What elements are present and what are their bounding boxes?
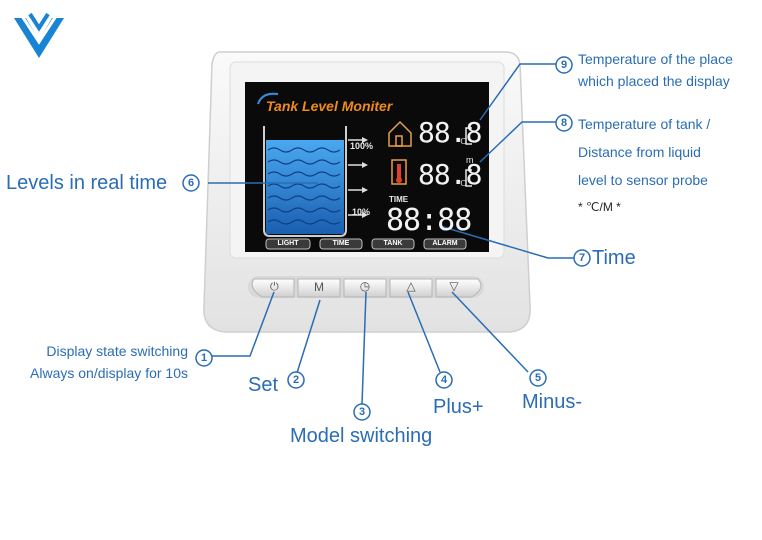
m-button[interactable]: M xyxy=(314,280,324,294)
callout-7-number: 7 xyxy=(578,252,586,264)
screen-tab-alarm: ALARM xyxy=(432,240,458,247)
callout-place-temp-line1: Temperature of the place xyxy=(578,51,733,67)
callout-minus: Minus- xyxy=(522,391,583,413)
screen-tab-time: TIME xyxy=(332,240,350,247)
svg-text:℃: ℃ xyxy=(457,137,466,146)
house-icon xyxy=(388,120,412,147)
callout-place-temp-line2: which placed the display xyxy=(578,73,730,89)
callout-4-number: 4 xyxy=(440,374,448,386)
screen-tab-tank: TANK xyxy=(383,240,403,247)
callout-set: Set xyxy=(248,374,279,396)
callout-8-number: 8 xyxy=(560,117,568,129)
callout-tank-temp-line3: level to sensor probe xyxy=(578,172,708,188)
screen-tank-value: 88.8 xyxy=(418,158,482,191)
callout-5-number: 5 xyxy=(534,372,542,384)
callout-plus: Plus+ xyxy=(433,396,484,418)
callout-1-number: 1 xyxy=(200,352,208,364)
clock-button[interactable]: ◷ xyxy=(359,279,371,293)
callout-time: Time xyxy=(592,247,636,269)
screen-tab-light: LIGHT xyxy=(277,240,299,247)
callout-3-number: 3 xyxy=(358,406,366,418)
tank-outline xyxy=(263,126,347,237)
callout-levels: Levels in real time xyxy=(6,172,168,194)
callout-tank-temp-line2: Distance from liquid xyxy=(578,144,701,160)
screen-pct-high: 100% xyxy=(350,141,374,151)
callout-9-number: 9 xyxy=(560,59,568,71)
screen-room-temp: 88.8 xyxy=(418,116,482,149)
screen-time-label: TIME xyxy=(389,195,409,204)
callout-display-state-line2: Always on/display for 10s xyxy=(30,365,188,381)
screen-pct-low: 10% xyxy=(352,207,371,217)
logo xyxy=(14,12,64,58)
power-icon: ⏻ xyxy=(270,280,279,293)
callout-unit-note: * ℃/M * xyxy=(578,200,621,214)
screen-clock: 88:88 xyxy=(386,203,472,238)
callout-display-state-line1: Display state switching xyxy=(46,343,188,359)
callout-6-number: 6 xyxy=(187,177,195,189)
button-shapes xyxy=(251,278,482,298)
plus-button[interactable]: △ xyxy=(406,279,416,293)
callout-model-switching: Model switching xyxy=(290,425,433,447)
callout-tank-temp-line1: Temperature of tank / xyxy=(578,116,711,132)
screen-title: Tank Level Moniter xyxy=(266,98,393,114)
tank-thermometer-icon xyxy=(391,159,407,185)
callout-2-number: 2 xyxy=(292,374,300,386)
svg-text:℃: ℃ xyxy=(457,179,466,188)
svg-text:m: m xyxy=(466,155,474,165)
minus-button[interactable]: ▽ xyxy=(449,279,459,293)
